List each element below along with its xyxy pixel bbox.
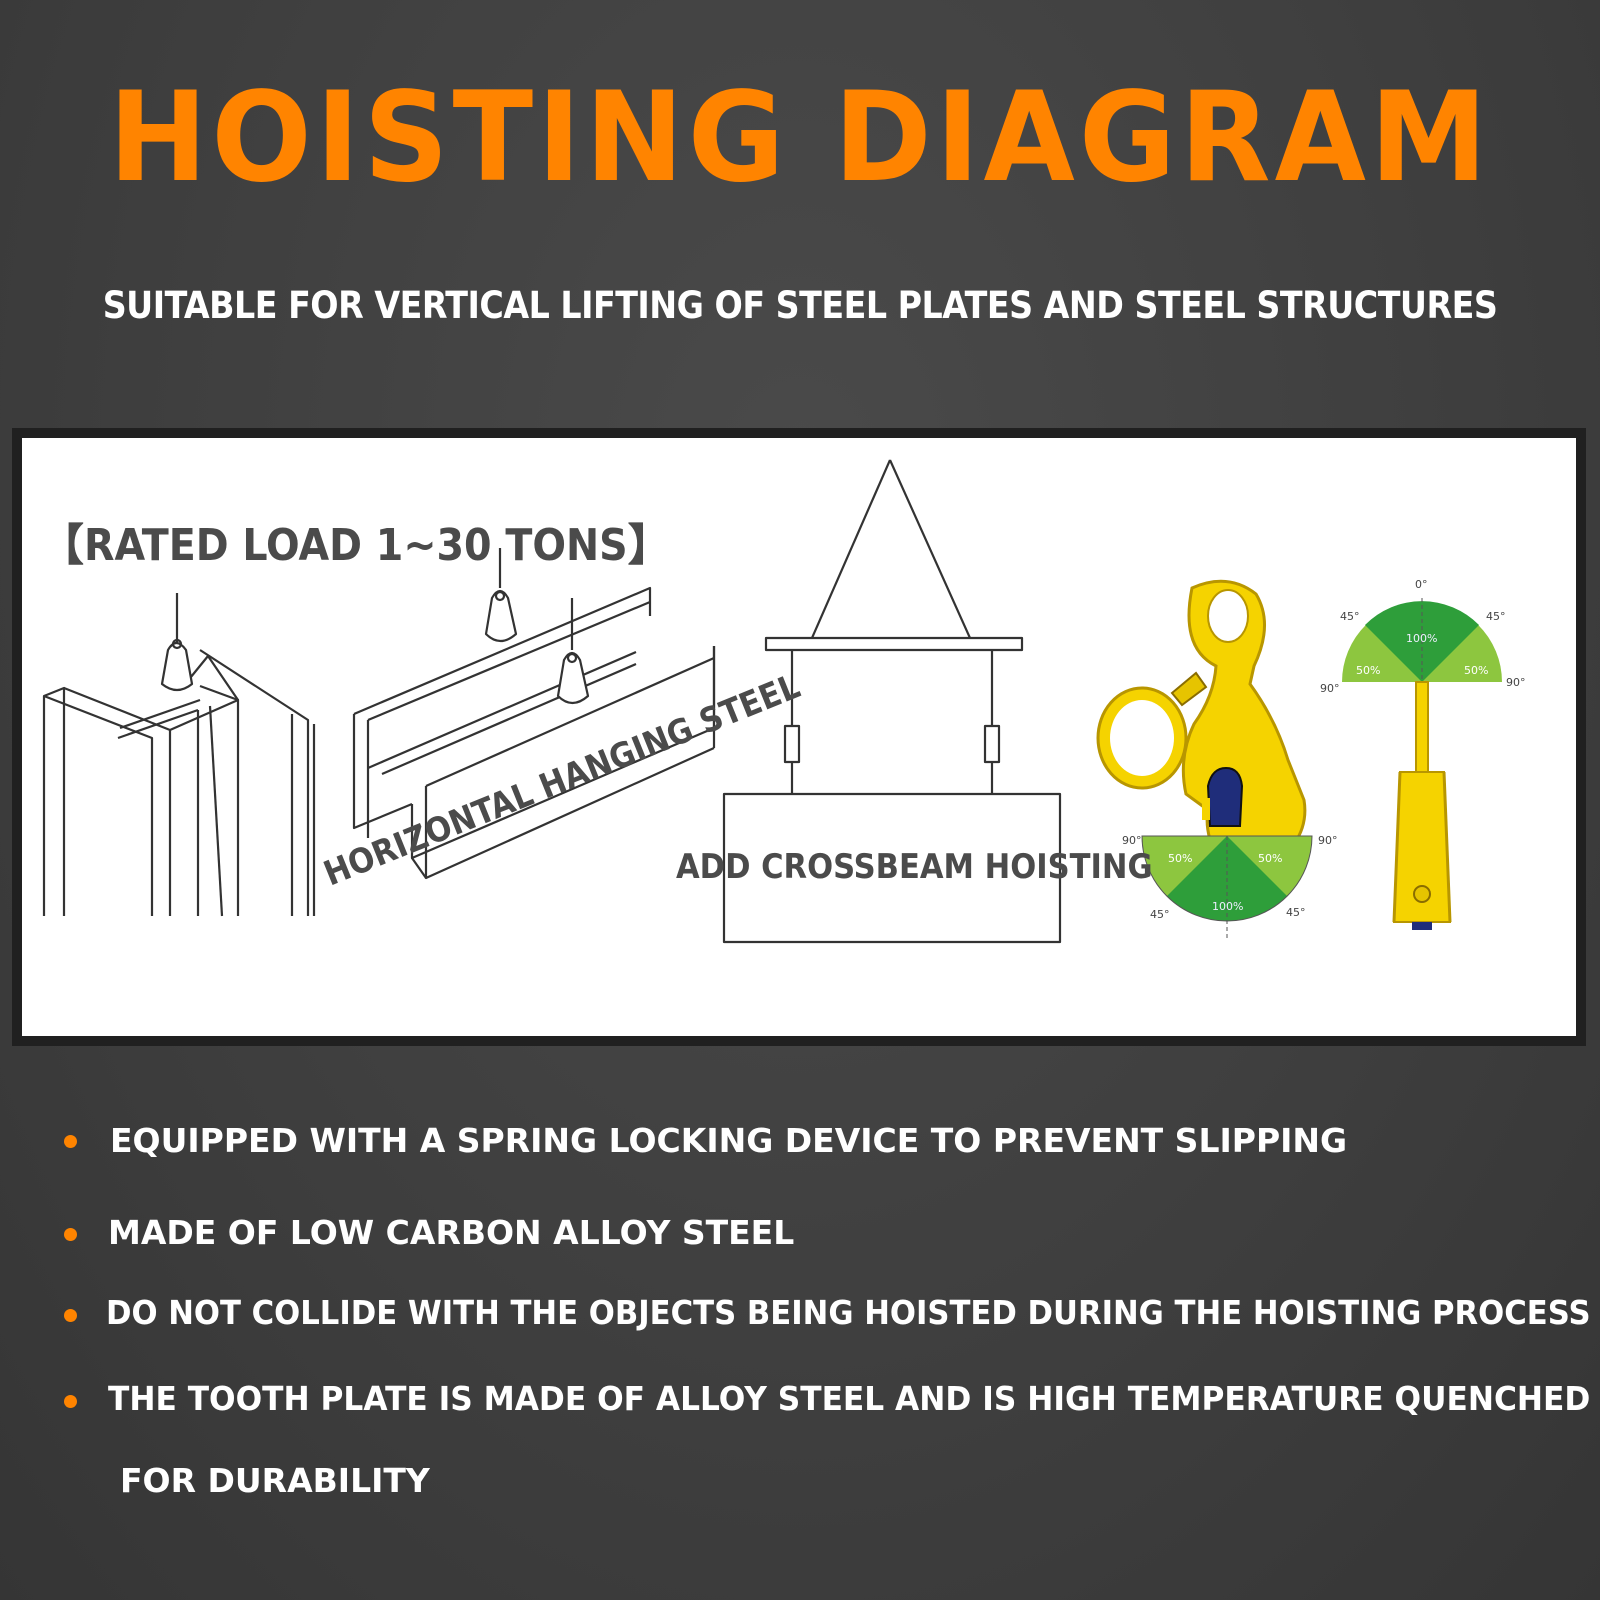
bullet-icon (64, 1135, 77, 1148)
diagram-panel: 【RATED LOAD 1~30 TONS】 HORIZONTAL HANGIN… (12, 428, 1586, 1046)
lower-angle-90-left: 90° (1122, 834, 1142, 847)
angle-label-90-left: 90° (1320, 682, 1340, 695)
lower-label-50-left: 50% (1168, 852, 1192, 865)
horizontal-steel-illustration (352, 548, 716, 880)
angle-label-zero: 0° (1415, 578, 1428, 591)
angle-chart-upper (1342, 598, 1502, 682)
rated-load-label: 【RATED LOAD 1~30 TONS】 (40, 520, 672, 571)
lower-label-100: 100% (1212, 900, 1243, 913)
angle-chart-lower (1141, 835, 1313, 938)
feature-item-1: EQUIPPED WITH A SPRING LOCKING DEVICE TO… (110, 1121, 1348, 1160)
angle-label-45-left: 45° (1340, 610, 1360, 623)
vertical-h-beam-illustration (42, 593, 316, 917)
feature-item-2: MADE OF LOW CARBON ALLOY STEEL (108, 1213, 795, 1252)
upper-label-50-right: 50% (1464, 664, 1488, 677)
crossbeam-hoisting-label: ADD CROSSBEAM HOISTING (676, 847, 1153, 887)
bullet-icon (64, 1395, 77, 1408)
diagram-canvas: 【RATED LOAD 1~30 TONS】 HORIZONTAL HANGIN… (22, 438, 1576, 1036)
angle-label-90-right: 90° (1506, 676, 1526, 689)
page-subtitle: SUITABLE FOR VERTICAL LIFTING OF STEEL P… (102, 284, 1498, 327)
angle-label-45-right: 45° (1486, 610, 1506, 623)
bullet-icon (64, 1309, 77, 1322)
page-title: HOISTING DIAGRAM (108, 64, 1492, 210)
feature-item-4: THE TOOTH PLATE IS MADE OF ALLOY STEEL A… (108, 1379, 1591, 1418)
lower-angle-45-right: 45° (1286, 906, 1306, 919)
lower-angle-90-right: 90° (1318, 834, 1338, 847)
lower-angle-45-left: 45° (1150, 908, 1170, 921)
upper-label-50-left: 50% (1356, 664, 1380, 677)
hoisting-diagram: 【RATED LOAD 1~30 TONS】 HORIZONTAL HANGIN… (40, 459, 1526, 944)
feature-item-3: DO NOT COLLIDE WITH THE OBJECTS BEING HO… (106, 1293, 1591, 1332)
lower-label-50-right: 50% (1258, 852, 1282, 865)
yellow-clamp-illustration (1096, 579, 1307, 873)
feature-item-4-continued: FOR DURABILITY (120, 1461, 430, 1500)
upper-label-100: 100% (1406, 632, 1437, 645)
yellow-clamp-front-illustration (1392, 681, 1452, 930)
bullet-icon (64, 1228, 77, 1241)
crossbeam-illustration (722, 459, 1062, 944)
